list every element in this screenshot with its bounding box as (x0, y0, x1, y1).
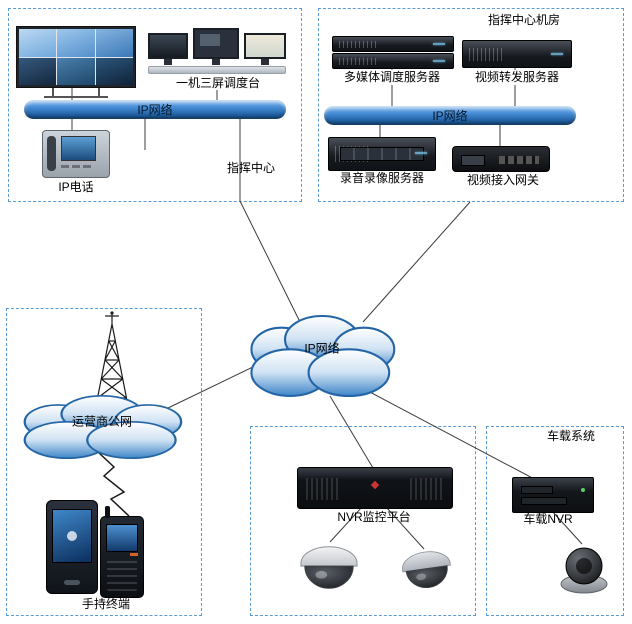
console-monitor-right (244, 33, 286, 59)
vehicle-nvr-led (581, 488, 585, 492)
handheld-terminal-1 (46, 500, 98, 594)
nvr-vent (306, 478, 340, 500)
ip-phone-device (42, 130, 110, 178)
ip-network-cloud-label: IP网络 (304, 341, 340, 356)
dispatch-console (148, 24, 286, 76)
carrier-cloud-label: 运营商公网 (71, 414, 133, 429)
ip-phone-label: IP电话 (58, 180, 94, 194)
vehicle-nvr-slot (521, 486, 553, 494)
recording-server (328, 137, 436, 171)
monitor-stand (261, 59, 269, 65)
video-wall-screens (19, 29, 133, 85)
recording-server-label: 录音录像服务器 (339, 171, 425, 185)
vehicle-nvr-label: 车载NVR (523, 512, 573, 526)
phone-key (61, 165, 69, 168)
nvr-logo (370, 480, 380, 490)
console-label: 一机三屏调度台 (175, 76, 261, 90)
cloud-shape (23, 394, 183, 460)
console-monitor-left (148, 33, 188, 59)
ip-network-bus-left: IP网络 (24, 100, 286, 119)
video-wall-leg (98, 88, 100, 96)
ptt-button (130, 553, 138, 556)
vehicle-nvr-slot (521, 497, 567, 505)
multimedia-dispatch-server-unit1 (332, 36, 454, 52)
console-desk (148, 66, 286, 74)
phone-key (72, 165, 80, 168)
vehicle-nvr-device (512, 477, 594, 513)
carrier-network-cloud: 运营商公网 (10, 388, 194, 466)
dome-camera-2 (402, 551, 451, 589)
handheld-screen (106, 524, 138, 552)
handheld-logo (67, 531, 77, 541)
forward-server-label: 视频转发服务器 (474, 70, 560, 84)
drive-bays (339, 146, 425, 162)
monitor-stand (212, 59, 220, 65)
command-center-title: 指挥中心 (226, 161, 276, 175)
zone-vehicle-system (486, 426, 624, 616)
monitor-stand (164, 59, 172, 65)
phone-handset (47, 136, 56, 171)
vehicle-system-title: 车载系统 (546, 429, 596, 443)
nvr-platform-label: NVR监控平台 (337, 510, 411, 524)
ip-network-bus-right-label: IP网络 (432, 109, 468, 123)
handheld-label: 手持终端 (81, 597, 131, 611)
zone-access-network (6, 308, 202, 616)
keypad (107, 559, 137, 591)
dome-camera-1 (300, 546, 358, 589)
video-access-gateway (452, 146, 550, 172)
ip-network-bus-left-label: IP网络 (137, 103, 173, 117)
multimedia-dispatch-server-unit2 (332, 53, 454, 69)
video-wall-leg (52, 88, 54, 96)
gateway-panel (461, 155, 485, 166)
multimedia-server-label: 多媒体调度服务器 (343, 70, 441, 84)
ip-network-cloud: IP网络 (238, 306, 406, 406)
phone-key (83, 165, 91, 168)
ip-network-bus-right: IP网络 (324, 106, 576, 125)
handheld-button (64, 580, 80, 585)
antenna (105, 506, 110, 518)
console-monitor-center (193, 28, 239, 59)
vehicle-dome-camera (560, 547, 608, 594)
zone-machine-room (318, 8, 624, 202)
video-wall (16, 26, 136, 88)
phone-screen (61, 136, 96, 161)
gateway-ports (499, 156, 539, 164)
video-wall-base (44, 96, 108, 98)
gateway-label: 视频接入网关 (466, 173, 540, 187)
video-forward-server (462, 40, 572, 68)
handheld-terminal-2 (100, 506, 144, 598)
nvr-device (297, 467, 453, 509)
zone-command-center (8, 8, 302, 202)
machine-room-title: 指挥中心机房 (487, 13, 561, 27)
nvr-vent (410, 478, 444, 500)
